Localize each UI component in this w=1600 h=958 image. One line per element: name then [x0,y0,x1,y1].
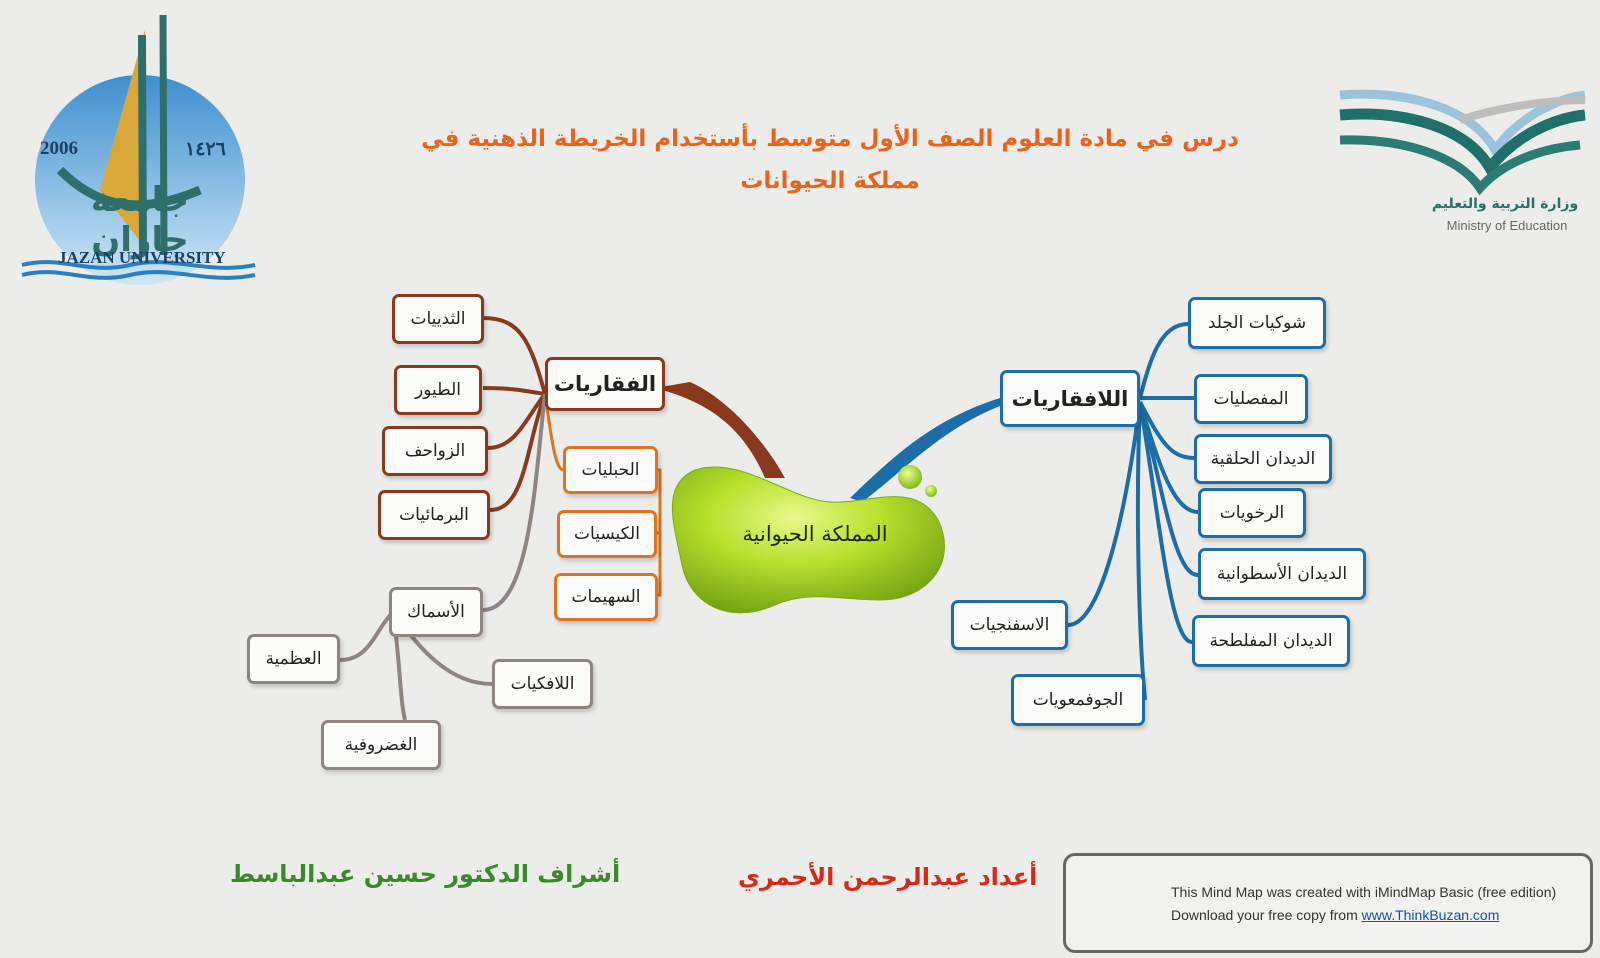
node-arthropods: المفصليات [1194,374,1308,424]
connector-cnidarians [1135,401,1147,701]
university-logo [21,14,256,285]
node-annelids: الديدان الحلقية [1194,434,1332,484]
ministry-arabic: وزارة التربية والتعليم [1431,196,1579,212]
center-blob [671,466,945,614]
banner-line-2: Download your free copy from www.ThinkBu… [1171,904,1556,927]
ministry-logo [1339,89,1586,196]
branch-vertebrates [655,382,785,478]
center-topic: المملكة الحيوانية [742,522,888,546]
university-arabic-name: جامعة جازان [90,180,190,260]
node-jawless-fish: اللافكيات [492,659,593,709]
blob-bubble-large [898,465,922,489]
imindmap-banner: This Mind Map was created with iMindMap … [1063,853,1593,953]
title-line-2: مملكة الحيوانات [740,168,920,194]
node-mammals: الثدييات [392,294,484,344]
university-year-hijri: ١٤٢٦ [185,139,226,160]
node-cartilaginous-fish: الغضروفية [321,720,441,770]
node-cnidarians: الجوفمعويات [1011,674,1145,726]
node-hemichordates: السهيمات [554,573,658,621]
connector-nematodes [1138,401,1199,577]
connector-bony [339,610,395,662]
connector-birds [482,386,546,396]
node-vertebrates: الفقاريات [545,357,665,411]
connector-sponges [1067,401,1142,627]
university-year-gregorian: 2006 [40,138,78,159]
node-chordates: الحبليات [563,446,658,494]
page-title: درس في مادة العلوم الصف الأول متوسط بأست… [420,118,1240,202]
connector-mammals [482,316,547,395]
connector-echinoderms [1138,322,1189,399]
connector-mammal-types [545,407,564,472]
node-nematodes: الديدان الأسطوانية [1198,548,1366,600]
banner-download-text: Download your free copy from [1171,907,1362,923]
node-birds: الطيور [394,365,482,415]
node-bony-fish: العظمية [247,634,340,684]
university-name: JAZAN UNIVERSITY [58,248,226,267]
connector-reptiles [487,392,547,450]
connector-amphibians [489,393,547,512]
author-credit: أعداد عبدالرحمن الأحمري [738,863,1038,891]
branch-invertebrates [850,398,1000,502]
banner-line-1: This Mind Map was created with iMindMap … [1171,884,1557,900]
node-echinoderms: شوكيات الجلد [1188,297,1326,349]
node-marsupials: الكيسيات [557,510,657,558]
connector-fish [482,393,547,612]
node-sponges: الاسفنجيات [951,600,1068,650]
thinkbuzan-link[interactable]: www.ThinkBuzan.com [1361,907,1500,923]
node-flatworms: الديدان المفلطحة [1192,615,1350,667]
blob-bubble-small [925,485,937,497]
title-line-1: درس في مادة العلوم الصف الأول متوسط بأست… [421,126,1239,152]
connector-annelids [1138,401,1195,460]
connector-flatworms [1138,401,1193,644]
supervisor-credit: أشراف الدكتور حسين عبدالباسط [230,860,621,888]
ministry-english: Ministry of Education [1446,218,1568,233]
node-invertebrates: اللافقاريات [1000,370,1140,427]
node-mollusks: الرخويات [1198,488,1306,538]
node-amphibians: البرمائيات [378,490,490,540]
node-fish: الأسماك [389,587,483,637]
node-reptiles: الزواحف [382,426,488,476]
